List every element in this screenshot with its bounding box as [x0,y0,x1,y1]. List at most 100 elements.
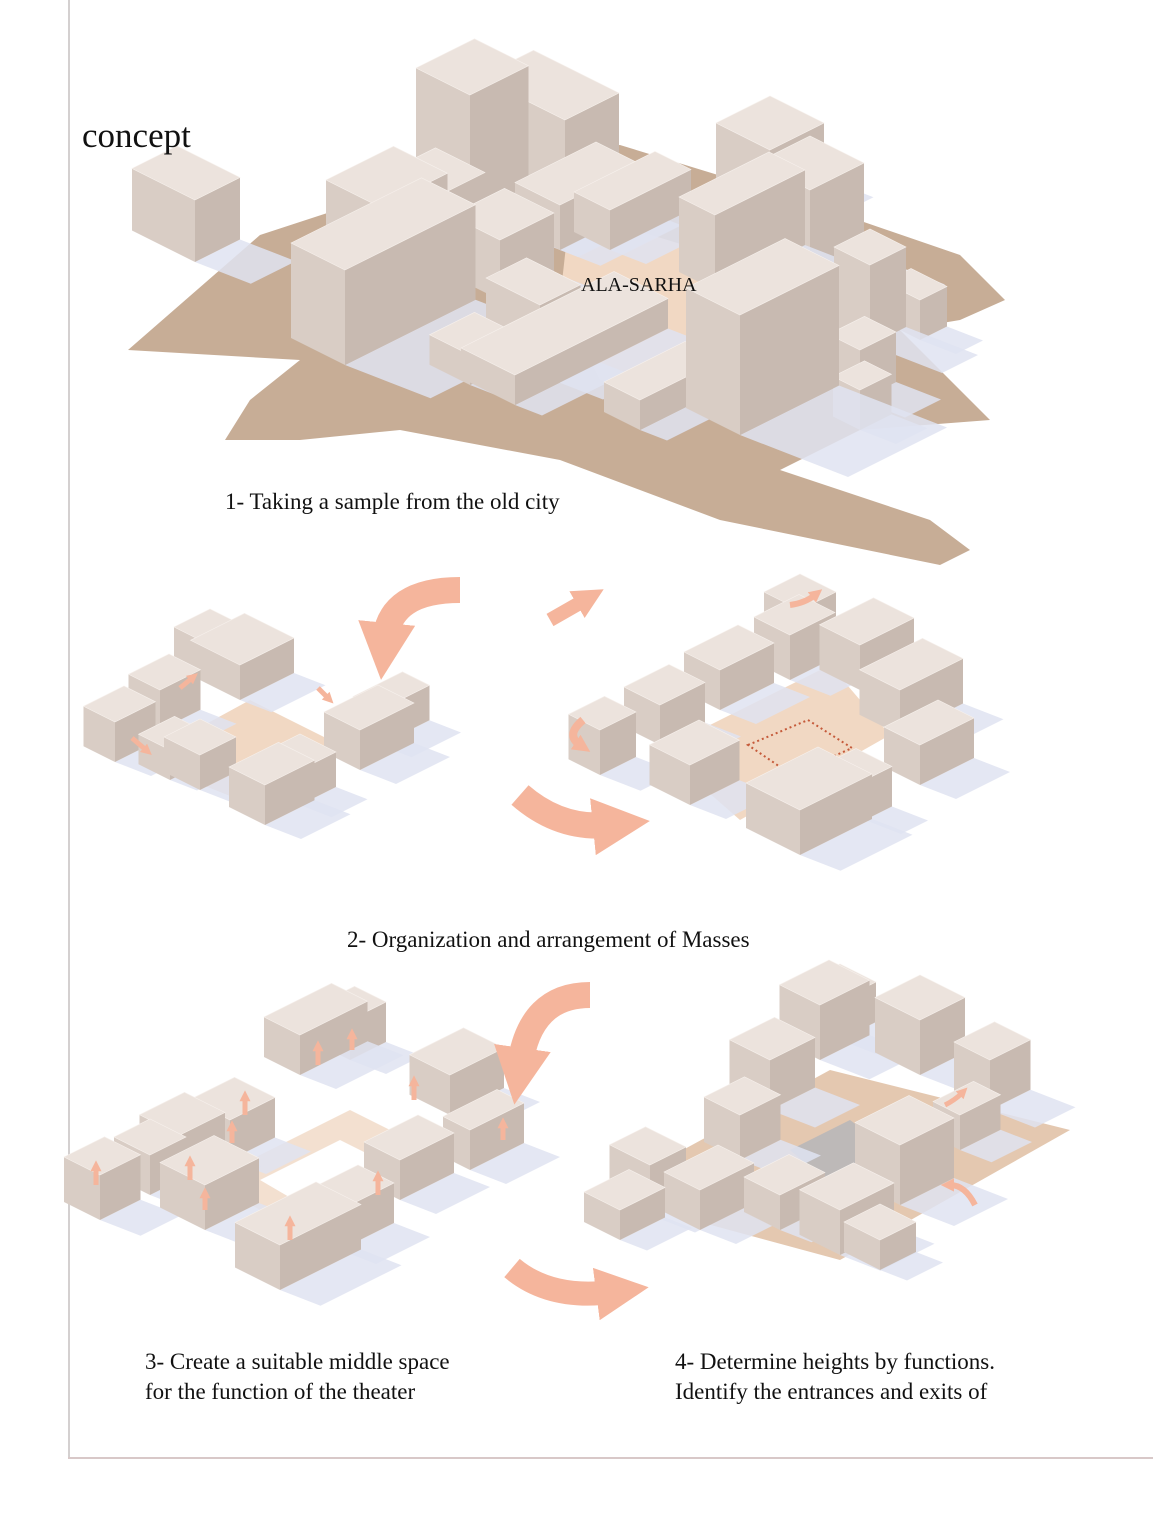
building-roof [778,959,871,1006]
building-right-face [960,1094,1001,1150]
building-shadow [990,1089,1076,1128]
building-roof [82,685,157,723]
building-right-face [720,643,774,710]
building-shadow [865,806,928,834]
building-left-face [664,1172,700,1230]
building-roof [953,1021,1032,1061]
building-right-face [280,1204,361,1290]
building-left-face [190,640,240,700]
building-right-face [400,1133,454,1200]
building-right-face [230,1097,275,1160]
building-shadow [770,1087,860,1128]
building-right-face [515,298,668,405]
building-left-face [584,1192,620,1240]
building-roof [874,974,966,1021]
step-4-caption: 4- Determine heights by functions.Identi… [675,1347,995,1407]
entrance-arrow [943,1087,968,1108]
building-left-face [604,382,640,430]
building-roof [623,664,706,706]
rotate-arrow-3 [494,982,591,1105]
building-left-face [799,1189,840,1255]
building-right-face [740,265,839,435]
building-roof [290,177,477,271]
building-roof [363,1114,455,1161]
building-right-face [610,169,691,250]
step-4-line-1: 4- Determine heights by functions. [675,1349,996,1374]
building-shadow [920,326,983,354]
building-roof [648,719,741,766]
building-roof [234,1181,362,1246]
move-arrow-2b [546,589,604,627]
building-shadow [280,1249,402,1306]
building-left-face [64,1157,100,1220]
building-roof [63,1136,142,1176]
building-roof [159,1135,260,1186]
step-1-caption: 1- Taking a sample from the old city [225,489,560,514]
building-right-face [770,1037,815,1110]
building-right-face [345,204,476,365]
move-arrow [178,673,198,690]
building-right-face [920,718,974,785]
building-roof [460,271,669,376]
building-roof [663,1144,755,1191]
building-right-face [800,774,872,855]
building-roof [798,1162,895,1211]
building-right-face [265,760,315,825]
building-left-face [704,1097,740,1160]
building-roof [263,982,369,1036]
building-roof [131,145,241,201]
building-left-face [164,737,200,790]
building-right-face [690,740,740,805]
building-right-face [880,1222,916,1270]
step-2-caption: 2- Organization and arrangement of Masse… [347,927,750,952]
entrance-arrow [940,1178,978,1207]
rotate-arrow-2b [511,785,650,856]
building-left-face [649,744,690,805]
building-left-face [744,1177,780,1230]
building-roof [485,257,582,306]
rotate-arrow-2a [358,577,461,680]
move-arrow-2b [789,589,823,608]
building-right-face [700,1163,754,1230]
building-roof [323,684,415,731]
building-roof [678,151,806,216]
building-roof [685,238,840,316]
building-roof [728,1016,816,1061]
building-left-face [819,624,860,690]
building-left-face [746,783,800,855]
building-right-face [160,669,201,730]
move-arrow [130,736,152,756]
building-shadow [920,758,1010,799]
building-roof [573,151,692,211]
building-left-face [264,1017,300,1075]
building-left-face [859,669,900,735]
building-shadow [300,1041,404,1089]
building-right-face [900,1118,954,1205]
building-left-face [429,334,470,385]
building-roof [163,718,237,756]
building-shadow [195,239,296,284]
building-left-face [875,997,920,1075]
building-roof [883,699,975,746]
building-roof [408,1027,505,1076]
rotate-arrow-3 [504,1258,649,1321]
building-left-face [686,288,740,435]
building-right-face [470,1103,524,1170]
building-left-face [83,706,115,762]
building-right-face [740,1094,781,1160]
building-roof [818,597,915,646]
building-shadow [870,327,978,373]
building-left-face [679,197,715,290]
building-shadow [265,800,351,839]
building-roof [743,1154,826,1196]
building-right-face [205,1158,259,1230]
building-left-face [409,1054,450,1115]
building-right-face [820,980,870,1060]
building-right-face [660,682,705,745]
move-arrow [316,686,334,704]
building-roof [683,624,775,671]
page-left-border [68,0,70,1459]
building-shadow [470,1143,560,1184]
